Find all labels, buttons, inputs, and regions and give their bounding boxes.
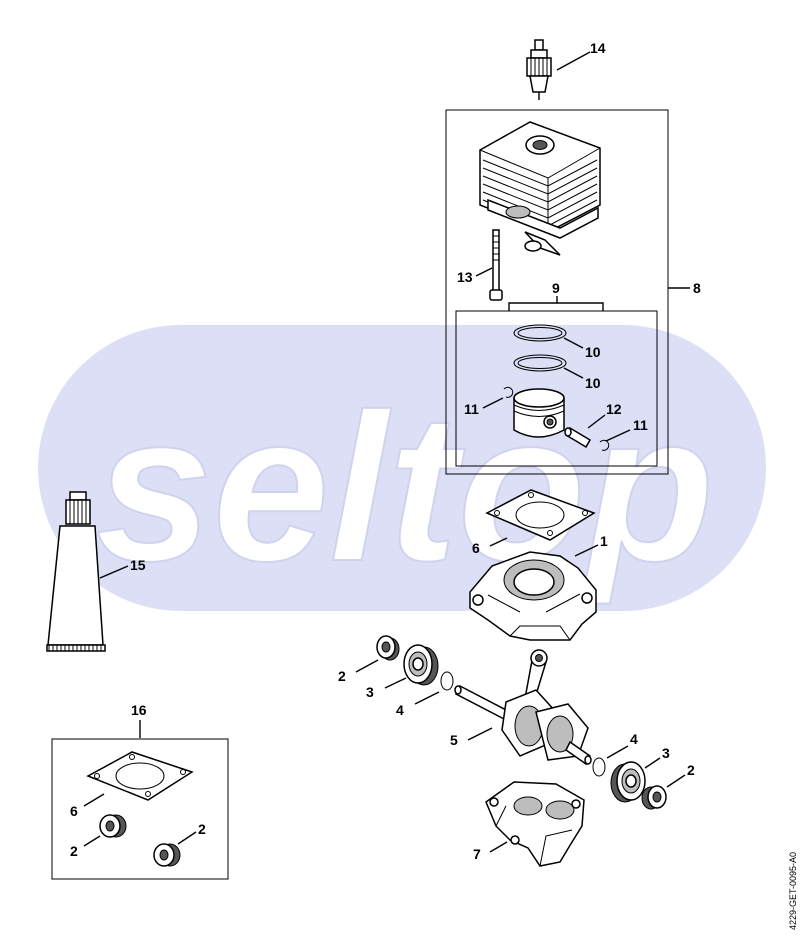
piston-ring-icon (513, 354, 567, 372)
cylinder-icon (479, 121, 601, 256)
washer-icon (440, 671, 454, 691)
ball-bearing-icon (403, 644, 439, 686)
callout-13: 13 (457, 269, 473, 285)
seal-ring-icon (641, 785, 667, 810)
callout-6b: 6 (70, 803, 78, 819)
gasket-icon (485, 489, 596, 541)
callout-16: 16 (131, 702, 147, 718)
gasket-set-icon (86, 751, 194, 801)
screw-icon (489, 229, 503, 301)
washer-icon (592, 757, 606, 777)
callout-2a: 2 (338, 668, 346, 684)
callout-4b: 4 (630, 731, 638, 747)
cylinder-kit-frame (445, 109, 669, 475)
watermark: seltop (38, 325, 766, 611)
callout-14: 14 (590, 40, 606, 56)
callout-12: 12 (606, 401, 622, 417)
circlip-icon (503, 386, 514, 398)
callout-9: 9 (552, 280, 560, 296)
callout-3a: 3 (366, 684, 374, 700)
spark-plug-icon (526, 39, 552, 100)
seal-ring-icon (99, 814, 127, 838)
document-id: 4229-GET-0095-A0 (788, 852, 798, 930)
crankshaft-icon (454, 649, 592, 766)
callout-11a: 11 (464, 401, 479, 417)
piston-ring-icon (513, 324, 567, 342)
seal-ring-icon (153, 843, 181, 867)
callout-2c: 2 (70, 843, 78, 859)
gasket-set-frame (51, 738, 229, 880)
callout-5: 5 (450, 732, 458, 748)
callout-11b: 11 (633, 417, 648, 433)
piston-pin-icon (564, 426, 592, 449)
callout-10a: 10 (585, 344, 601, 360)
callout-8: 8 (693, 280, 701, 296)
crankcase-lower-icon (485, 781, 585, 867)
callout-1: 1 (600, 533, 608, 549)
callout-6a: 6 (472, 540, 480, 556)
seal-ring-icon (376, 635, 400, 661)
ball-bearing-icon (610, 761, 646, 803)
callout-10b: 10 (585, 375, 601, 391)
piston-icon (513, 388, 565, 438)
crankcase-half-icon (469, 551, 597, 641)
circlip-icon (599, 439, 610, 451)
callout-2b: 2 (687, 762, 695, 778)
callout-2d: 2 (198, 821, 206, 837)
callout-4a: 4 (396, 702, 404, 718)
callout-3b: 3 (662, 745, 670, 761)
grease-tube-icon (46, 491, 106, 652)
callout-15: 15 (130, 557, 146, 573)
callout-7: 7 (473, 846, 481, 862)
watermark-text: seltop (96, 370, 714, 605)
piston-kit-frame (455, 310, 658, 467)
